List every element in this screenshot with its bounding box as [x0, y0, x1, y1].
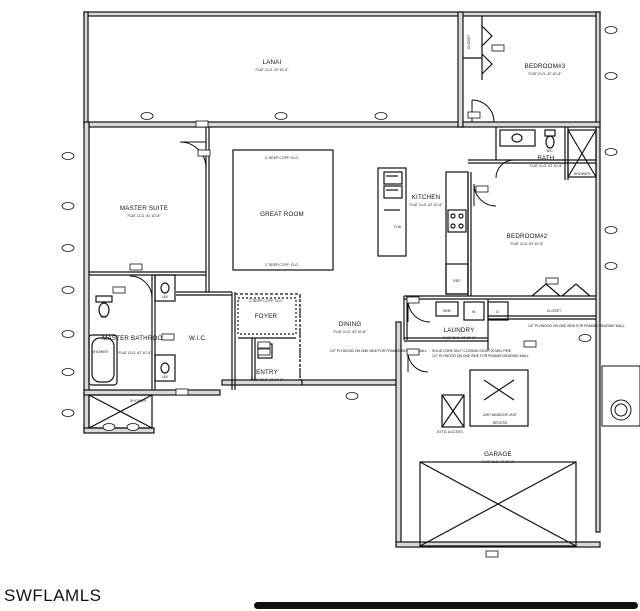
window-tag-icon — [578, 334, 592, 342]
room-master-suite: MASTER SUITE — [120, 205, 168, 212]
window-tag-icon — [604, 262, 618, 270]
fixture-wc: W.C. — [100, 315, 107, 319]
room-garage: GARAGE — [484, 451, 512, 458]
room-closet-top: CLOSET — [467, 34, 471, 49]
great-room-coffer-bottom: 2' DEEP COFF. CLG. — [265, 263, 299, 267]
room-foyer: FOYER — [255, 313, 278, 320]
fixture-washer: W. — [472, 310, 476, 314]
window-tag-icon — [61, 409, 75, 417]
window-tag-icon — [604, 148, 618, 156]
room-kitchen-ceiling: FLAT CLG. AT 10'-8" — [409, 203, 443, 207]
room-bath-ceiling: FLAT CLG. AT 10'-8" — [529, 164, 563, 168]
room-lanai-ceiling: FLAT CLG. AT 10'-8" — [255, 68, 289, 72]
window-tag-icon — [61, 244, 75, 252]
ac-condenser — [601, 365, 640, 427]
exterior-walls — [83, 11, 601, 548]
interior-walls — [88, 16, 597, 547]
window-door-tags — [61, 26, 618, 558]
door-tag-icon — [475, 185, 489, 193]
door-tag-icon — [175, 388, 189, 396]
fixture-dryer: D. — [496, 310, 499, 314]
master-shower-label: SHOWER — [92, 350, 109, 354]
doors — [129, 99, 515, 373]
door-tag-icon — [195, 120, 209, 128]
room-entry: ENTRY — [256, 369, 278, 376]
door-tag-icon — [129, 263, 143, 271]
window-tag-icon — [345, 392, 359, 400]
window-tag-icon — [274, 112, 288, 120]
door-tag-icon — [545, 277, 559, 285]
fixture-sink: SINK — [443, 309, 452, 313]
window-tag-icon — [102, 423, 116, 431]
room-bedroom2-ceiling: FLAT CLG. AT 10'-8" — [510, 242, 544, 246]
door-tag-icon — [161, 333, 175, 341]
room-bedroom2: BEDROOM#2 — [507, 233, 548, 240]
room-bedroom3-ceiling: FLAT CLG. AT 10'-8" — [528, 72, 562, 76]
watermark: SWFLAMLS — [4, 586, 102, 605]
window-tag-icon — [374, 112, 388, 120]
window-tag-icon — [61, 368, 75, 376]
room-dining: DINING — [339, 321, 362, 328]
door-tag-icon — [112, 286, 126, 294]
door-tag-icon — [523, 340, 537, 348]
room-garage-ceiling: FLAT CLG. AT 10'-8" — [481, 460, 515, 464]
room-bath: BATH — [538, 155, 555, 162]
room-master-bathroom: MASTER BATHROOM — [102, 335, 168, 342]
room-kitchen: KITCHEN — [412, 194, 441, 201]
fixture-wc2: W.C. — [546, 149, 553, 153]
fixture-labels: LAV. LAV. W.C. W.C. D.W. W. D. SINK — [100, 149, 553, 379]
room-dining-ceiling: FLAT CLG. AT 10'-8" — [333, 330, 367, 334]
attic-access-label: ATTIC ACCESS — [437, 430, 463, 434]
recess-note: RECESS — [493, 421, 508, 425]
window-tag-icon — [61, 330, 75, 338]
air-handler-label: AIR HANDLER UNIT — [483, 413, 517, 417]
room-laundry-ceiling: FLAT CLG. AT 10'-8" — [442, 336, 476, 340]
scroll-indicator — [254, 602, 638, 609]
bottom-shower-label: SHOWER — [130, 399, 147, 403]
room-foyer-note: 2' DEEP COFF. CLG. — [249, 299, 283, 303]
door-tag-icon — [197, 149, 211, 157]
room-great-room: GREAT ROOM — [260, 211, 304, 218]
room-labels: LANAI FLAT CLG. AT 10'-8" BEDROOM#3 FLAT… — [92, 34, 591, 464]
door-tag-icon — [406, 348, 420, 356]
room-master-bathroom-ceiling: FLAT CLG. AT 10'-8" — [118, 351, 152, 355]
fixture-ref: REF. — [453, 279, 461, 283]
window-tag-icon — [61, 286, 75, 294]
room-laundry: LAUNDRY — [444, 327, 475, 334]
construction-notes: 1/2" PLYWOOD ON ONE SIDE FOR FRAMED BEAR… — [330, 324, 625, 358]
room-closet-mid: CLOSET — [547, 309, 562, 313]
fixture-lav-1: LAV. — [162, 295, 169, 299]
note-plywood-left: 1/2" PLYWOOD ON ONE SIDE FOR FRAMED BEAR… — [330, 349, 427, 353]
window-tag-icon — [604, 226, 618, 234]
fixture-dw: D.W. — [394, 225, 401, 229]
room-master-suite-ceiling: FLAT CLG. AT 10'-8" — [127, 214, 161, 218]
window-tag-icon — [61, 202, 75, 210]
window-tag-icon — [604, 72, 618, 80]
door-tag-icon — [257, 348, 271, 356]
note-solid-core: SOLID CORE SELF CLOSING DOOR 20 MIN. FIR… — [432, 349, 512, 353]
door-tag-icon — [467, 111, 481, 119]
note-plywood-right: 1/2" PLYWOOD ON ONE SIDE FOR FRAMED BEAR… — [432, 354, 529, 358]
fixture-lav-2: LAV. — [162, 375, 169, 379]
door-tag-icon — [485, 550, 499, 558]
note-plywood-right2: 1/2" PLYWOOD ON ONE SIDE FOR FRAMED BEAR… — [528, 324, 625, 328]
room-lanai: LANAI — [263, 59, 282, 66]
great-room-coffer-top: 2' DEEP COFF. CLG. — [265, 156, 299, 160]
room-entry-ceiling: FLAT CLG. AT 14'-8" — [250, 378, 284, 382]
door-tag-icon — [257, 341, 271, 349]
room-bath-shower: SHOWER — [574, 172, 591, 176]
door-tag-icon — [406, 296, 420, 304]
window-tag-icon — [61, 152, 75, 160]
door-tag-icon — [491, 44, 505, 52]
room-bedroom3: BEDROOM#3 — [525, 63, 566, 70]
window-tag-icon — [140, 112, 154, 120]
window-tag-icon — [604, 26, 618, 34]
room-wic: W.I.C. — [189, 335, 207, 342]
window-tag-icon — [126, 423, 140, 431]
